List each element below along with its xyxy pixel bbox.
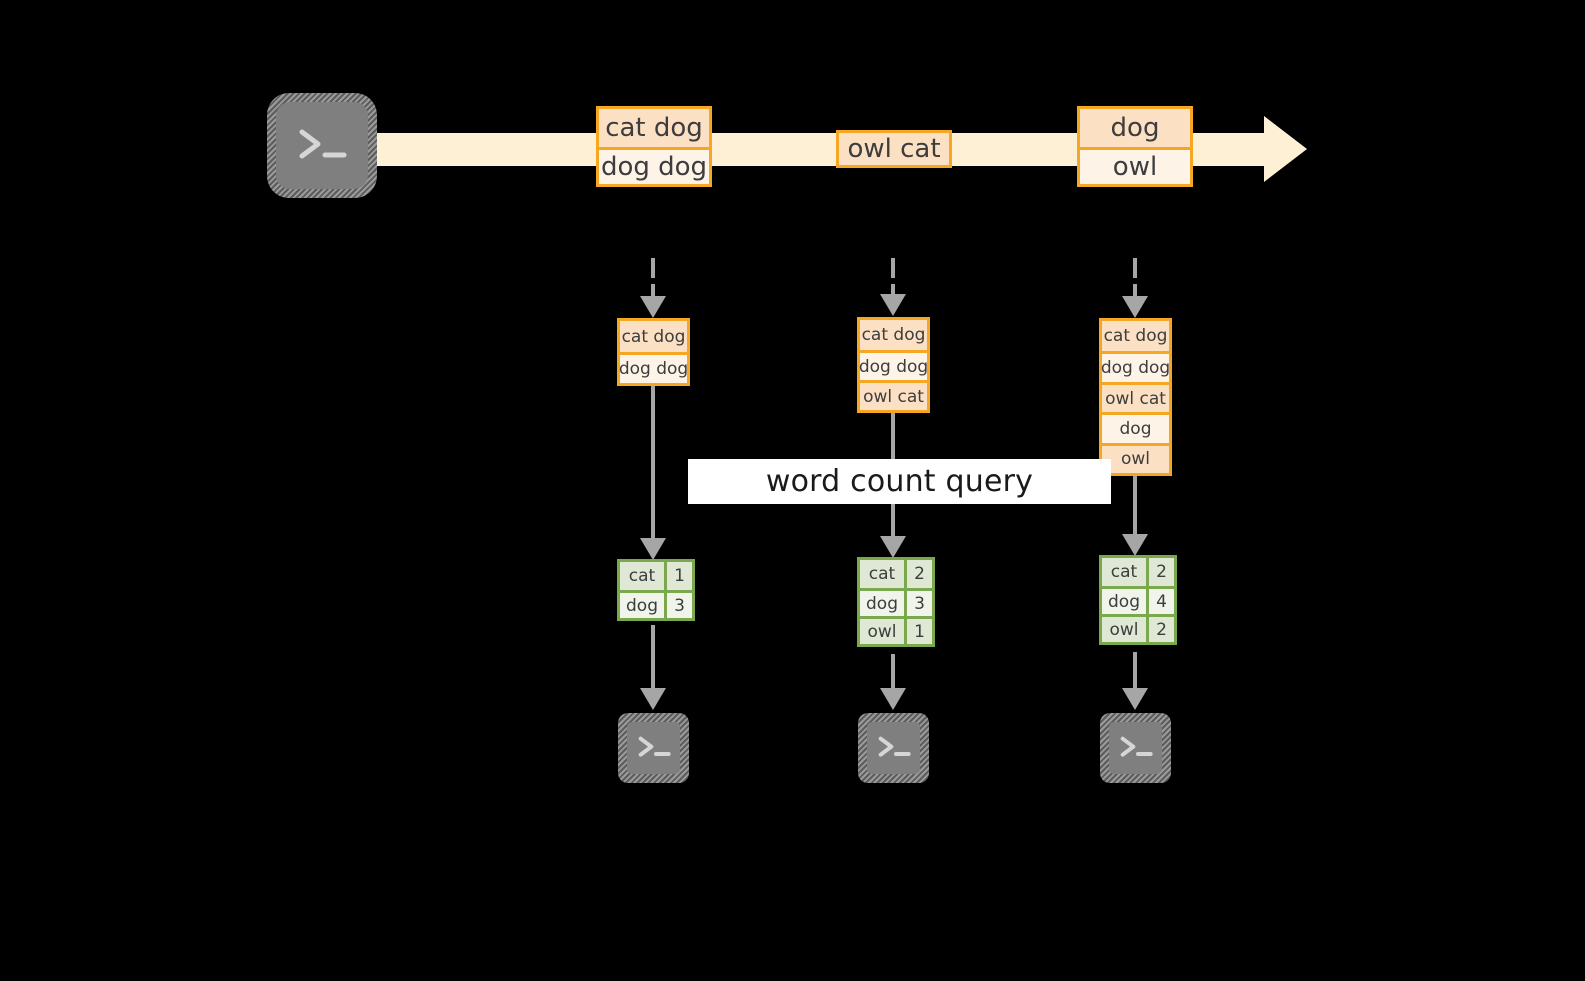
trigger-3-query-connector xyxy=(1133,476,1137,549)
result-key: dog xyxy=(620,593,664,618)
trigger-1-sink-terminal-icon[interactable] xyxy=(618,713,689,783)
result-count: 4 xyxy=(1146,589,1174,614)
query-label-band: word count query xyxy=(688,459,1111,504)
stream-arrowhead xyxy=(1264,116,1307,182)
trigger-3-query-arrowhead xyxy=(1122,534,1148,556)
result-key: dog xyxy=(860,591,904,616)
trigger-1-dashed-arrowhead xyxy=(640,296,666,318)
stream-batch-1-line-2: dog dog xyxy=(599,146,709,184)
stream-batch-3-line-1: dog xyxy=(1080,109,1190,147)
trigger-3-input-row: owl xyxy=(1102,442,1169,474)
stream-batch-1-line-1: cat dog xyxy=(599,109,709,147)
table-row: owl 2 xyxy=(1102,614,1174,642)
result-count: 1 xyxy=(904,619,932,644)
trigger-2-query-arrowhead xyxy=(880,536,906,558)
stream-batch-2-line-1: owl cat xyxy=(839,133,949,165)
trigger-1-input-table[interactable]: cat dog dog dog xyxy=(617,318,690,386)
result-key: owl xyxy=(1102,617,1146,642)
terminal-prompt-icon xyxy=(276,102,368,189)
terminal-body xyxy=(1109,722,1162,774)
trigger-3-input-row: owl cat xyxy=(1102,381,1169,413)
result-key: owl xyxy=(860,619,904,644)
trigger-1-query-connector xyxy=(651,386,655,551)
trigger-2-dashed-connector xyxy=(891,258,895,300)
terminal-body xyxy=(276,102,368,189)
stream-batch-3-line-2: owl xyxy=(1080,146,1190,184)
trigger-2-result-table[interactable]: cat 2 dog 3 owl 1 xyxy=(857,557,935,647)
trigger-1-input-row: cat dog xyxy=(620,321,687,352)
trigger-2-input-row: owl cat xyxy=(860,380,927,410)
trigger-3-dashed-connector xyxy=(1133,258,1137,300)
trigger-2-sink-connector xyxy=(891,654,895,700)
trigger-2-input-row: cat dog xyxy=(860,320,927,350)
trigger-3-result-table[interactable]: cat 2 dog 4 owl 2 xyxy=(1099,555,1177,645)
result-key: dog xyxy=(1102,589,1146,614)
terminal-prompt-icon xyxy=(1109,722,1162,774)
trigger-3-input-table[interactable]: cat dog dog dog owl cat dog owl xyxy=(1099,318,1172,476)
result-count: 2 xyxy=(1146,617,1174,642)
table-row: cat 2 xyxy=(860,560,932,588)
trigger-3-sink-arrowhead xyxy=(1122,688,1148,710)
query-label: word count query xyxy=(765,464,1034,499)
trigger-3-input-row: dog dog xyxy=(1101,351,1170,382)
result-count: 3 xyxy=(664,593,692,618)
table-row: cat 2 xyxy=(1102,558,1174,586)
terminal-prompt-icon xyxy=(627,722,680,774)
trigger-2-sink-arrowhead xyxy=(880,688,906,710)
table-row: cat 1 xyxy=(620,562,692,590)
trigger-2-sink-terminal-icon[interactable] xyxy=(858,713,929,783)
trigger-2-input-table[interactable]: cat dog dog dog owl cat xyxy=(857,317,930,413)
result-key: cat xyxy=(620,562,664,590)
trigger-3-sink-connector xyxy=(1133,652,1137,700)
trigger-1-result-table[interactable]: cat 1 dog 3 xyxy=(617,559,695,621)
trigger-1-sink-connector xyxy=(651,625,655,700)
trigger-3-dashed-arrowhead xyxy=(1122,296,1148,318)
result-key: cat xyxy=(860,560,904,588)
result-count: 2 xyxy=(1146,558,1174,586)
trigger-1-dashed-connector xyxy=(651,258,655,300)
stream-source-terminal-icon[interactable] xyxy=(267,93,377,198)
trigger-3-input-row: dog xyxy=(1102,412,1169,443)
result-count: 1 xyxy=(664,562,692,590)
table-row: dog 3 xyxy=(620,590,692,618)
trigger-1-sink-arrowhead xyxy=(640,688,666,710)
terminal-prompt-icon xyxy=(867,722,920,774)
trigger-1-query-arrowhead xyxy=(640,538,666,560)
result-count: 3 xyxy=(904,591,932,616)
trigger-3-sink-terminal-icon[interactable] xyxy=(1100,713,1171,783)
terminal-body xyxy=(627,722,680,774)
result-key: cat xyxy=(1102,558,1146,586)
stream-batch-1[interactable]: cat dog dog dog xyxy=(596,106,712,187)
trigger-2-input-row: dog dog xyxy=(859,350,928,380)
stream-batch-3[interactable]: dog owl xyxy=(1077,106,1193,187)
trigger-3-input-row: cat dog xyxy=(1102,321,1169,352)
trigger-2-dashed-arrowhead xyxy=(880,294,906,316)
table-row: dog 4 xyxy=(1102,586,1174,614)
table-row: dog 3 xyxy=(860,588,932,616)
terminal-body xyxy=(867,722,920,774)
stream-batch-2[interactable]: owl cat xyxy=(836,130,952,168)
result-count: 2 xyxy=(904,560,932,588)
table-row: owl 1 xyxy=(860,616,932,644)
trigger-1-input-row: dog dog xyxy=(619,352,688,383)
